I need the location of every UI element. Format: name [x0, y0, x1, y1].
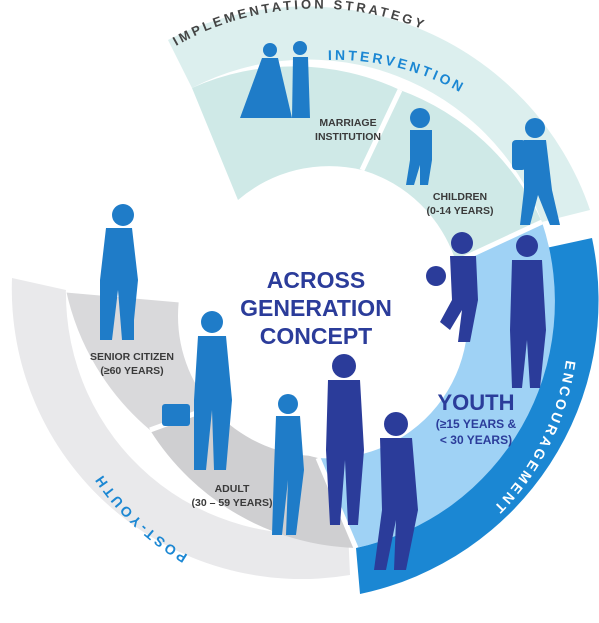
- businessman-figure: [326, 354, 364, 525]
- children-label-1: CHILDREN: [433, 191, 487, 203]
- segment-children: [362, 90, 542, 262]
- student-figure: [510, 235, 546, 388]
- youth-title: YOUTH: [438, 390, 515, 415]
- worker-figure: [162, 311, 232, 470]
- senior-label-2: (≥60 YEARS): [100, 365, 163, 377]
- basketball-player-figure: [426, 232, 478, 342]
- inner-segments: [65, 66, 555, 549]
- post-youth-ring: [11, 278, 350, 580]
- senior-label-1: SENIOR CITIZEN: [90, 351, 174, 363]
- center-line-1: ACROSS: [267, 267, 365, 293]
- woman-figure: [272, 394, 304, 535]
- adult-label-1: ADULT: [215, 483, 250, 495]
- segment-youth: [318, 222, 555, 548]
- marriage-label-1: MARRIAGE: [319, 117, 376, 129]
- schoolboy-figure: [512, 118, 560, 225]
- young-man-figure: [374, 412, 418, 570]
- center-line-3: CONCEPT: [260, 323, 372, 349]
- bride-groom-figure: [240, 41, 310, 118]
- center-line-2: GENERATION: [240, 295, 392, 321]
- children-label-2: (0-14 YEARS): [427, 205, 494, 217]
- elderly-man-figure: [100, 204, 138, 340]
- center-title: ACROSS GENERATION CONCEPT: [240, 267, 392, 349]
- marriage-label-2: INSTITUTION: [315, 131, 381, 143]
- youth-range-2: < 30 YEARS): [440, 433, 512, 447]
- segment-marriage: [192, 66, 400, 200]
- youth-range-1: (≥15 YEARS &: [436, 417, 517, 431]
- adult-label-2: (30 – 59 YEARS): [192, 497, 273, 509]
- center-circle: [178, 176, 458, 456]
- toddler-figure: [406, 108, 432, 185]
